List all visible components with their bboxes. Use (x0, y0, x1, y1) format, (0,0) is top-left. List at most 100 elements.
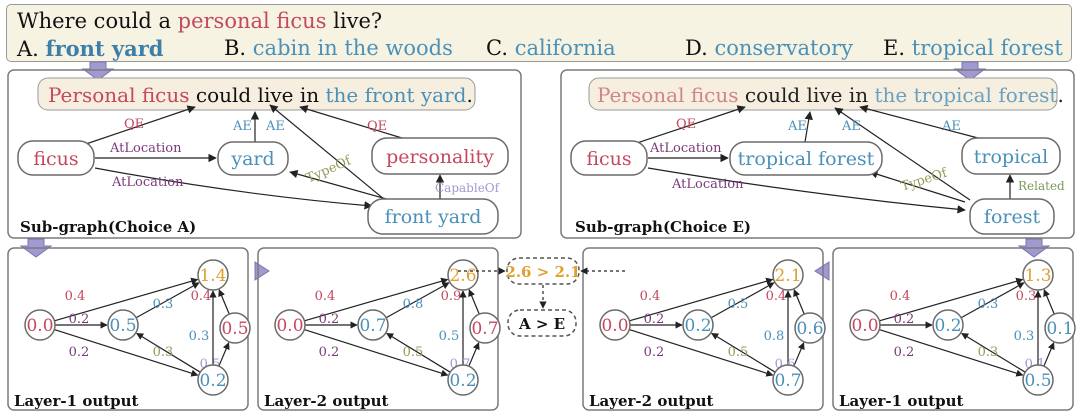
layer-edge-weight: 0.4 (315, 289, 336, 304)
layer-node-value: 0.6 (796, 319, 823, 339)
layer-label: Layer-1 output (14, 392, 139, 410)
node-personality-a (371, 137, 509, 175)
svg-text:yard: yard (230, 148, 274, 170)
layer-edge-weight: 0.3 (153, 345, 174, 360)
layer-edge (793, 289, 805, 315)
result-compare: A > E (518, 315, 565, 333)
score-compare: 2.6 > 2.1 (505, 263, 580, 281)
flow-arrow-down-a (81, 61, 115, 81)
svg-text:personality: personality (386, 146, 494, 168)
layer-edge (136, 332, 201, 373)
layer-label: Layer-2 output (264, 392, 389, 410)
svg-text:forest: forest (984, 206, 1041, 228)
node-ficus-a (17, 140, 95, 176)
layer-edge-weight: 0.3 (1014, 329, 1035, 344)
layer-edge (218, 289, 230, 315)
layer-edge-weight: 0.2 (894, 345, 915, 360)
layer-node (447, 364, 479, 396)
layer-edge-weight: 0.8 (764, 329, 785, 344)
svg-text:AE: AE (787, 119, 807, 134)
layer-node (599, 309, 631, 341)
subgraph-a-panel: Personal ficus could live in the front y… (7, 69, 522, 239)
svg-text:QE: QE (124, 117, 144, 132)
svg-text:AtLocation: AtLocation (671, 177, 744, 192)
layer-edge (960, 282, 1025, 319)
layer-edge-weight: 0.2 (644, 345, 665, 360)
layer-node-value: 0.0 (851, 316, 878, 336)
choice-d[interactable]: D. conservatory (685, 36, 853, 60)
layer-label: Layer-2 output (589, 392, 714, 410)
layer-edge-weight: 0.3 (153, 297, 174, 312)
layer-edge (1043, 289, 1055, 315)
choice-a[interactable]: A. front yard (17, 36, 164, 61)
layer-node-value: 2.6 (449, 266, 476, 286)
choice-c[interactable]: C. california (486, 36, 616, 60)
layer-edge-weight: 0.5 (728, 297, 749, 312)
question-panel: Where could a personal ficus live? A. fr… (6, 4, 1072, 62)
layer-node (107, 309, 139, 341)
layer-edge (879, 328, 1024, 377)
layer-edge-weight: 0.4 (191, 289, 212, 304)
layer-edge-weight: 0.2 (644, 312, 665, 327)
layer-node-value: 0.0 (601, 316, 628, 336)
layer-node-value: 0.0 (26, 316, 53, 336)
layer-edge (629, 328, 774, 377)
layer-node (219, 312, 251, 344)
layer-edge (468, 289, 480, 315)
layer-node-value: 0.2 (934, 316, 961, 336)
svg-text:AE: AE (941, 119, 961, 134)
layer-edge-weight: 0.3 (978, 345, 999, 360)
layer-edge (879, 277, 1024, 322)
svg-text:AE: AE (232, 119, 252, 134)
layer-edge (793, 342, 805, 367)
subgraph-e-label: Sub-graph(Choice E) (575, 218, 751, 236)
flow-arrow-down-e (953, 61, 987, 81)
svg-text:front yard: front yard (385, 206, 482, 228)
node-yard-a (217, 141, 289, 176)
flow-arrow-left-4 (814, 261, 830, 281)
layer-node (469, 312, 501, 344)
svg-text:TypeOf: TypeOf (304, 153, 355, 187)
node-ficus-e (570, 140, 648, 176)
layer-edge (304, 328, 449, 377)
layer-node (197, 259, 229, 291)
node-tropical-e (961, 137, 1061, 175)
question-text: Where could a personal ficus live? (17, 9, 383, 33)
layer-node-value: 0.7 (359, 316, 386, 336)
svg-text:ficus: ficus (586, 148, 631, 170)
layer-label: Layer-1 output (839, 392, 964, 410)
svg-text:QE: QE (367, 119, 387, 134)
layer-node-value: 0.2 (449, 371, 476, 391)
svg-text:AtLocation: AtLocation (109, 141, 182, 156)
flow-arrow-right-1 (254, 261, 270, 281)
svg-text:AE: AE (841, 119, 861, 134)
svg-text:Related: Related (1018, 179, 1065, 193)
layer-edge-weight: 0.4 (640, 289, 661, 304)
layer-node (357, 309, 389, 341)
node-forest-e (969, 198, 1055, 235)
layer-node (794, 312, 826, 344)
svg-text:AtLocation: AtLocation (111, 175, 184, 190)
choice-e[interactable]: E. tropical forest (883, 36, 1063, 60)
layer-node (24, 309, 56, 341)
subgraph-a-label: Sub-graph(Choice A) (20, 218, 196, 236)
layer-edge (218, 342, 230, 367)
comparison: 2.6 > 2.1 A > E (458, 257, 625, 337)
layer-edge (961, 332, 1026, 373)
layer-node (772, 259, 804, 291)
svg-text:QE: QE (676, 117, 696, 132)
choice-b[interactable]: B. cabin in the woods (224, 36, 453, 60)
svg-text:tropical: tropical (974, 146, 1048, 168)
layer-edge-weight: 0.2 (319, 345, 340, 360)
layer-node (1022, 259, 1054, 291)
node-front-yard-a (367, 198, 499, 235)
layer-node-value: 0.2 (684, 316, 711, 336)
question-highlight: personal ficus (177, 9, 327, 33)
layer-node-value: 0.5 (1024, 371, 1051, 391)
layer-edge-weight: 0.2 (319, 312, 340, 327)
layer-edge-weight: 0.3 (978, 297, 999, 312)
layer-edge-weight: 0.5 (439, 329, 460, 344)
layer-node-value: 0.5 (221, 319, 248, 339)
layer-node-value: 0.7 (471, 319, 498, 339)
